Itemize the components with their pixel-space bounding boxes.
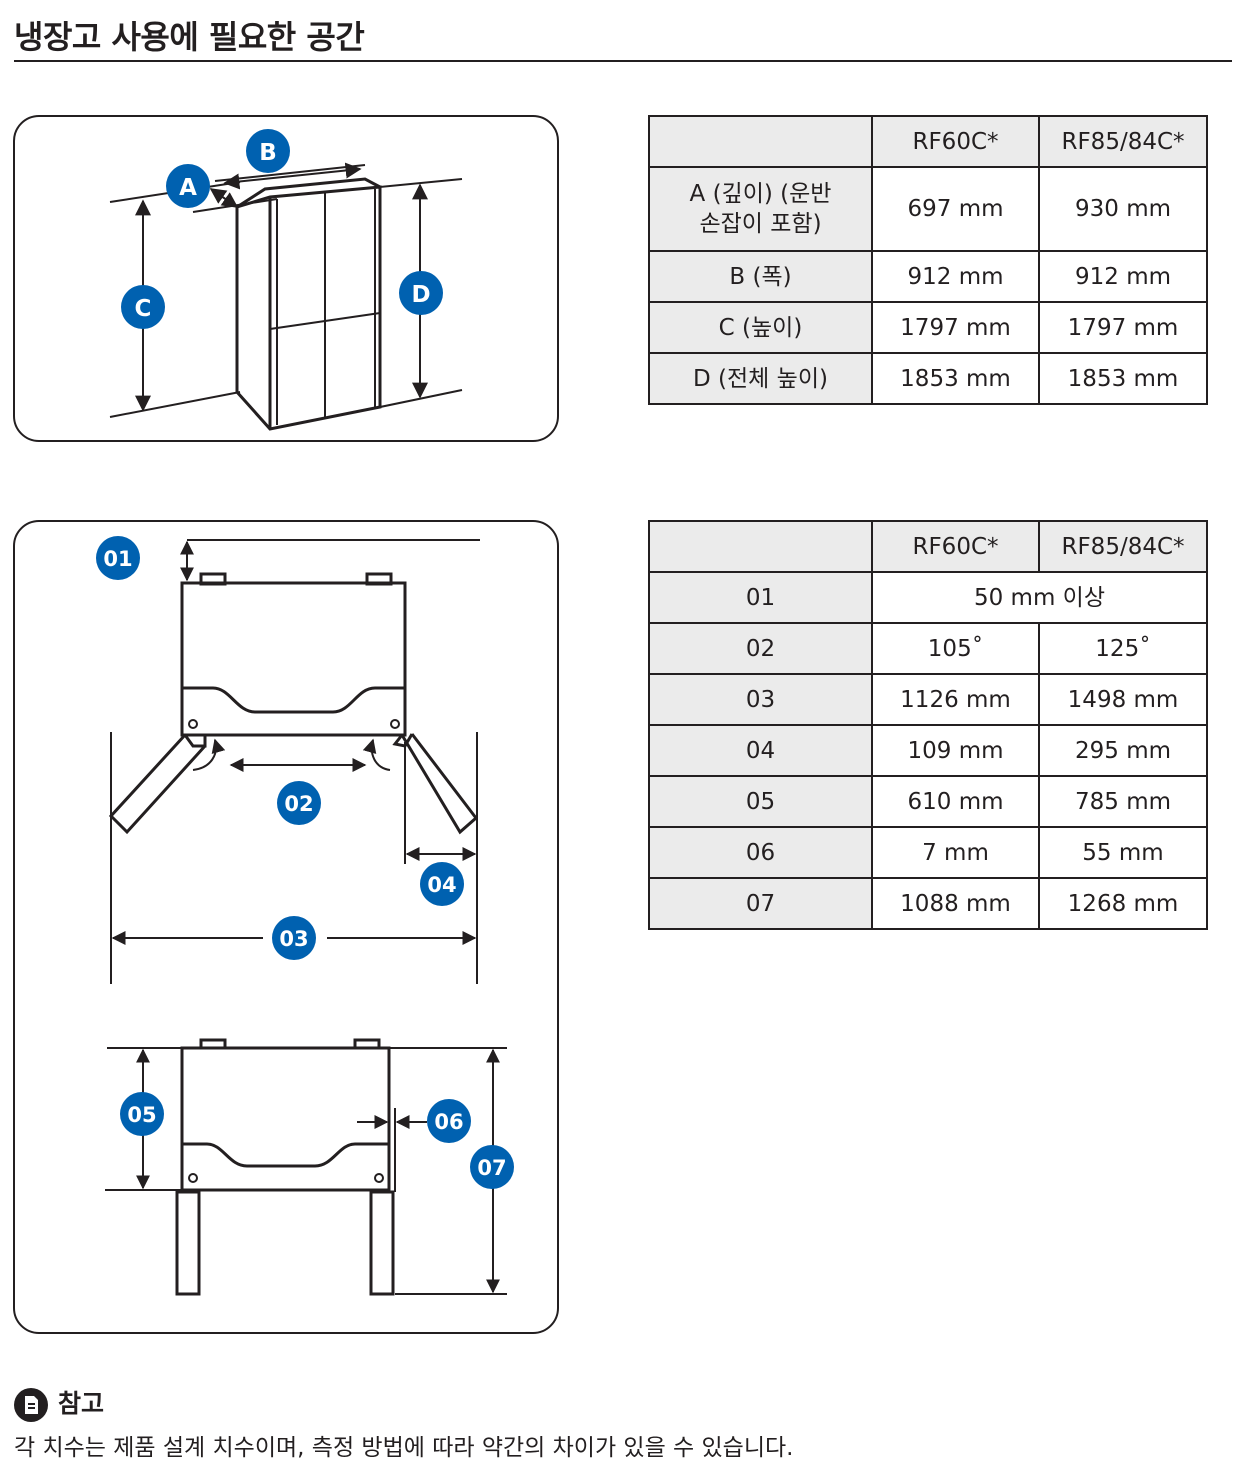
value-cell: 930 mm xyxy=(1038,166,1208,252)
value-cell: 1268 mm xyxy=(1038,877,1208,930)
value-cell: 912 mm xyxy=(871,250,1040,303)
table-header-row: RF60C* RF85/84C* xyxy=(648,520,1208,573)
row-label: 06 xyxy=(648,826,873,879)
fridge-perspective-drawing: B A C D xyxy=(109,129,463,431)
note-title: 참고 xyxy=(58,1389,105,1418)
row-label: 02 xyxy=(648,622,873,675)
value-cell: 125˚ xyxy=(1038,622,1208,675)
value-cell: 697 mm xyxy=(871,166,1040,252)
table-row: 04 109 mm 295 mm xyxy=(648,724,1208,777)
header-rf60c: RF60C* xyxy=(871,115,1040,168)
badge-b: B xyxy=(246,129,290,173)
table-row: 05 610 mm 785 mm xyxy=(648,775,1208,828)
svg-text:01: 01 xyxy=(103,547,132,571)
value-cell: 105˚ xyxy=(871,622,1040,675)
table-row: D (전체 높이) 1853 mm 1853 mm xyxy=(648,352,1208,405)
table-row: A (깊이) (운반 손잡이 포함) 697 mm 930 mm xyxy=(648,166,1208,252)
badge-06: 06 xyxy=(427,1099,471,1143)
value-cell: 295 mm xyxy=(1038,724,1208,777)
value-cell: 610 mm xyxy=(871,775,1040,828)
badge-04: 04 xyxy=(420,862,464,906)
value-cell: 1797 mm xyxy=(871,301,1040,354)
badge-07: 07 xyxy=(470,1145,514,1189)
table-row: 03 1126 mm 1498 mm xyxy=(648,673,1208,726)
row-label: 05 xyxy=(648,775,873,828)
value-cell: 785 mm xyxy=(1038,775,1208,828)
svg-text:A: A xyxy=(179,175,197,201)
row-label-line: 손잡이 포함) xyxy=(699,211,822,237)
svg-text:07: 07 xyxy=(477,1156,506,1180)
table-header-row: RF60C* RF85/84C* xyxy=(648,115,1208,168)
merged-value-cell: 50 mm 이상 xyxy=(871,571,1208,624)
value-cell: 1797 mm xyxy=(1038,301,1208,354)
row-label: 01 xyxy=(648,571,873,624)
header-rf60c: RF60C* xyxy=(871,520,1040,573)
page-title: 냉장고 사용에 필요한 공간 xyxy=(14,18,365,56)
badge-a: A xyxy=(166,164,210,208)
svg-text:06: 06 xyxy=(434,1110,463,1134)
value-cell: 55 mm xyxy=(1038,826,1208,879)
table-row: 01 50 mm 이상 xyxy=(648,571,1208,624)
dimension-table: RF60C* RF85/84C* A (깊이) (운반 손잡이 포함) 697 … xyxy=(648,115,1208,405)
value-cell: 912 mm xyxy=(1038,250,1208,303)
title-underline xyxy=(14,60,1232,62)
row-label: A (깊이) (운반 손잡이 포함) xyxy=(648,166,873,252)
value-cell: 1853 mm xyxy=(871,352,1040,405)
badge-03: 03 xyxy=(272,916,316,960)
badge-02: 02 xyxy=(277,781,321,825)
value-cell: 1088 mm xyxy=(871,877,1040,930)
badge-01: 01 xyxy=(96,536,140,580)
header-rf85-84c: RF85/84C* xyxy=(1038,115,1208,168)
clearance-table: RF60C* RF85/84C* 01 50 mm 이상 02 105˚ 125… xyxy=(648,520,1208,930)
value-cell: 1853 mm xyxy=(1038,352,1208,405)
note-icon xyxy=(14,1388,48,1422)
row-label: 07 xyxy=(648,877,873,930)
value-cell: 1498 mm xyxy=(1038,673,1208,726)
fridge-dimension-diagram: B A C D xyxy=(13,115,559,442)
door-clearance-diagram: 01 02 04 03 05 06 07 xyxy=(13,520,559,1334)
row-label: C (높이) xyxy=(648,301,873,354)
table-row: 07 1088 mm 1268 mm xyxy=(648,877,1208,930)
svg-text:C: C xyxy=(135,296,152,322)
svg-text:02: 02 xyxy=(284,792,313,816)
value-cell: 109 mm xyxy=(871,724,1040,777)
svg-text:04: 04 xyxy=(427,873,456,897)
row-label: 04 xyxy=(648,724,873,777)
note-text: 각 치수는 제품 설계 치수이며, 측정 방법에 따라 약간의 차이가 있을 수… xyxy=(14,1435,794,1461)
table-row: 02 105˚ 125˚ xyxy=(648,622,1208,675)
svg-text:05: 05 xyxy=(127,1103,156,1127)
svg-text:B: B xyxy=(259,140,277,166)
badge-05: 05 xyxy=(120,1092,164,1136)
header-empty-cell xyxy=(648,115,873,168)
value-cell: 1126 mm xyxy=(871,673,1040,726)
table-row: C (높이) 1797 mm 1797 mm xyxy=(648,301,1208,354)
row-label: D (전체 높이) xyxy=(648,352,873,405)
row-label: B (폭) xyxy=(648,250,873,303)
top-view-drawing: 01 02 04 03 05 06 07 xyxy=(96,536,514,1296)
svg-text:D: D xyxy=(411,282,430,308)
header-rf85-84c: RF85/84C* xyxy=(1038,520,1208,573)
row-label-line: A (깊이) (운반 xyxy=(689,181,832,207)
badge-c: C xyxy=(121,285,165,329)
badge-d: D xyxy=(399,271,443,315)
table-row: 06 7 mm 55 mm xyxy=(648,826,1208,879)
svg-text:03: 03 xyxy=(279,927,308,951)
header-empty-cell xyxy=(648,520,873,573)
table-row: B (폭) 912 mm 912 mm xyxy=(648,250,1208,303)
row-label: 03 xyxy=(648,673,873,726)
value-cell: 7 mm xyxy=(871,826,1040,879)
